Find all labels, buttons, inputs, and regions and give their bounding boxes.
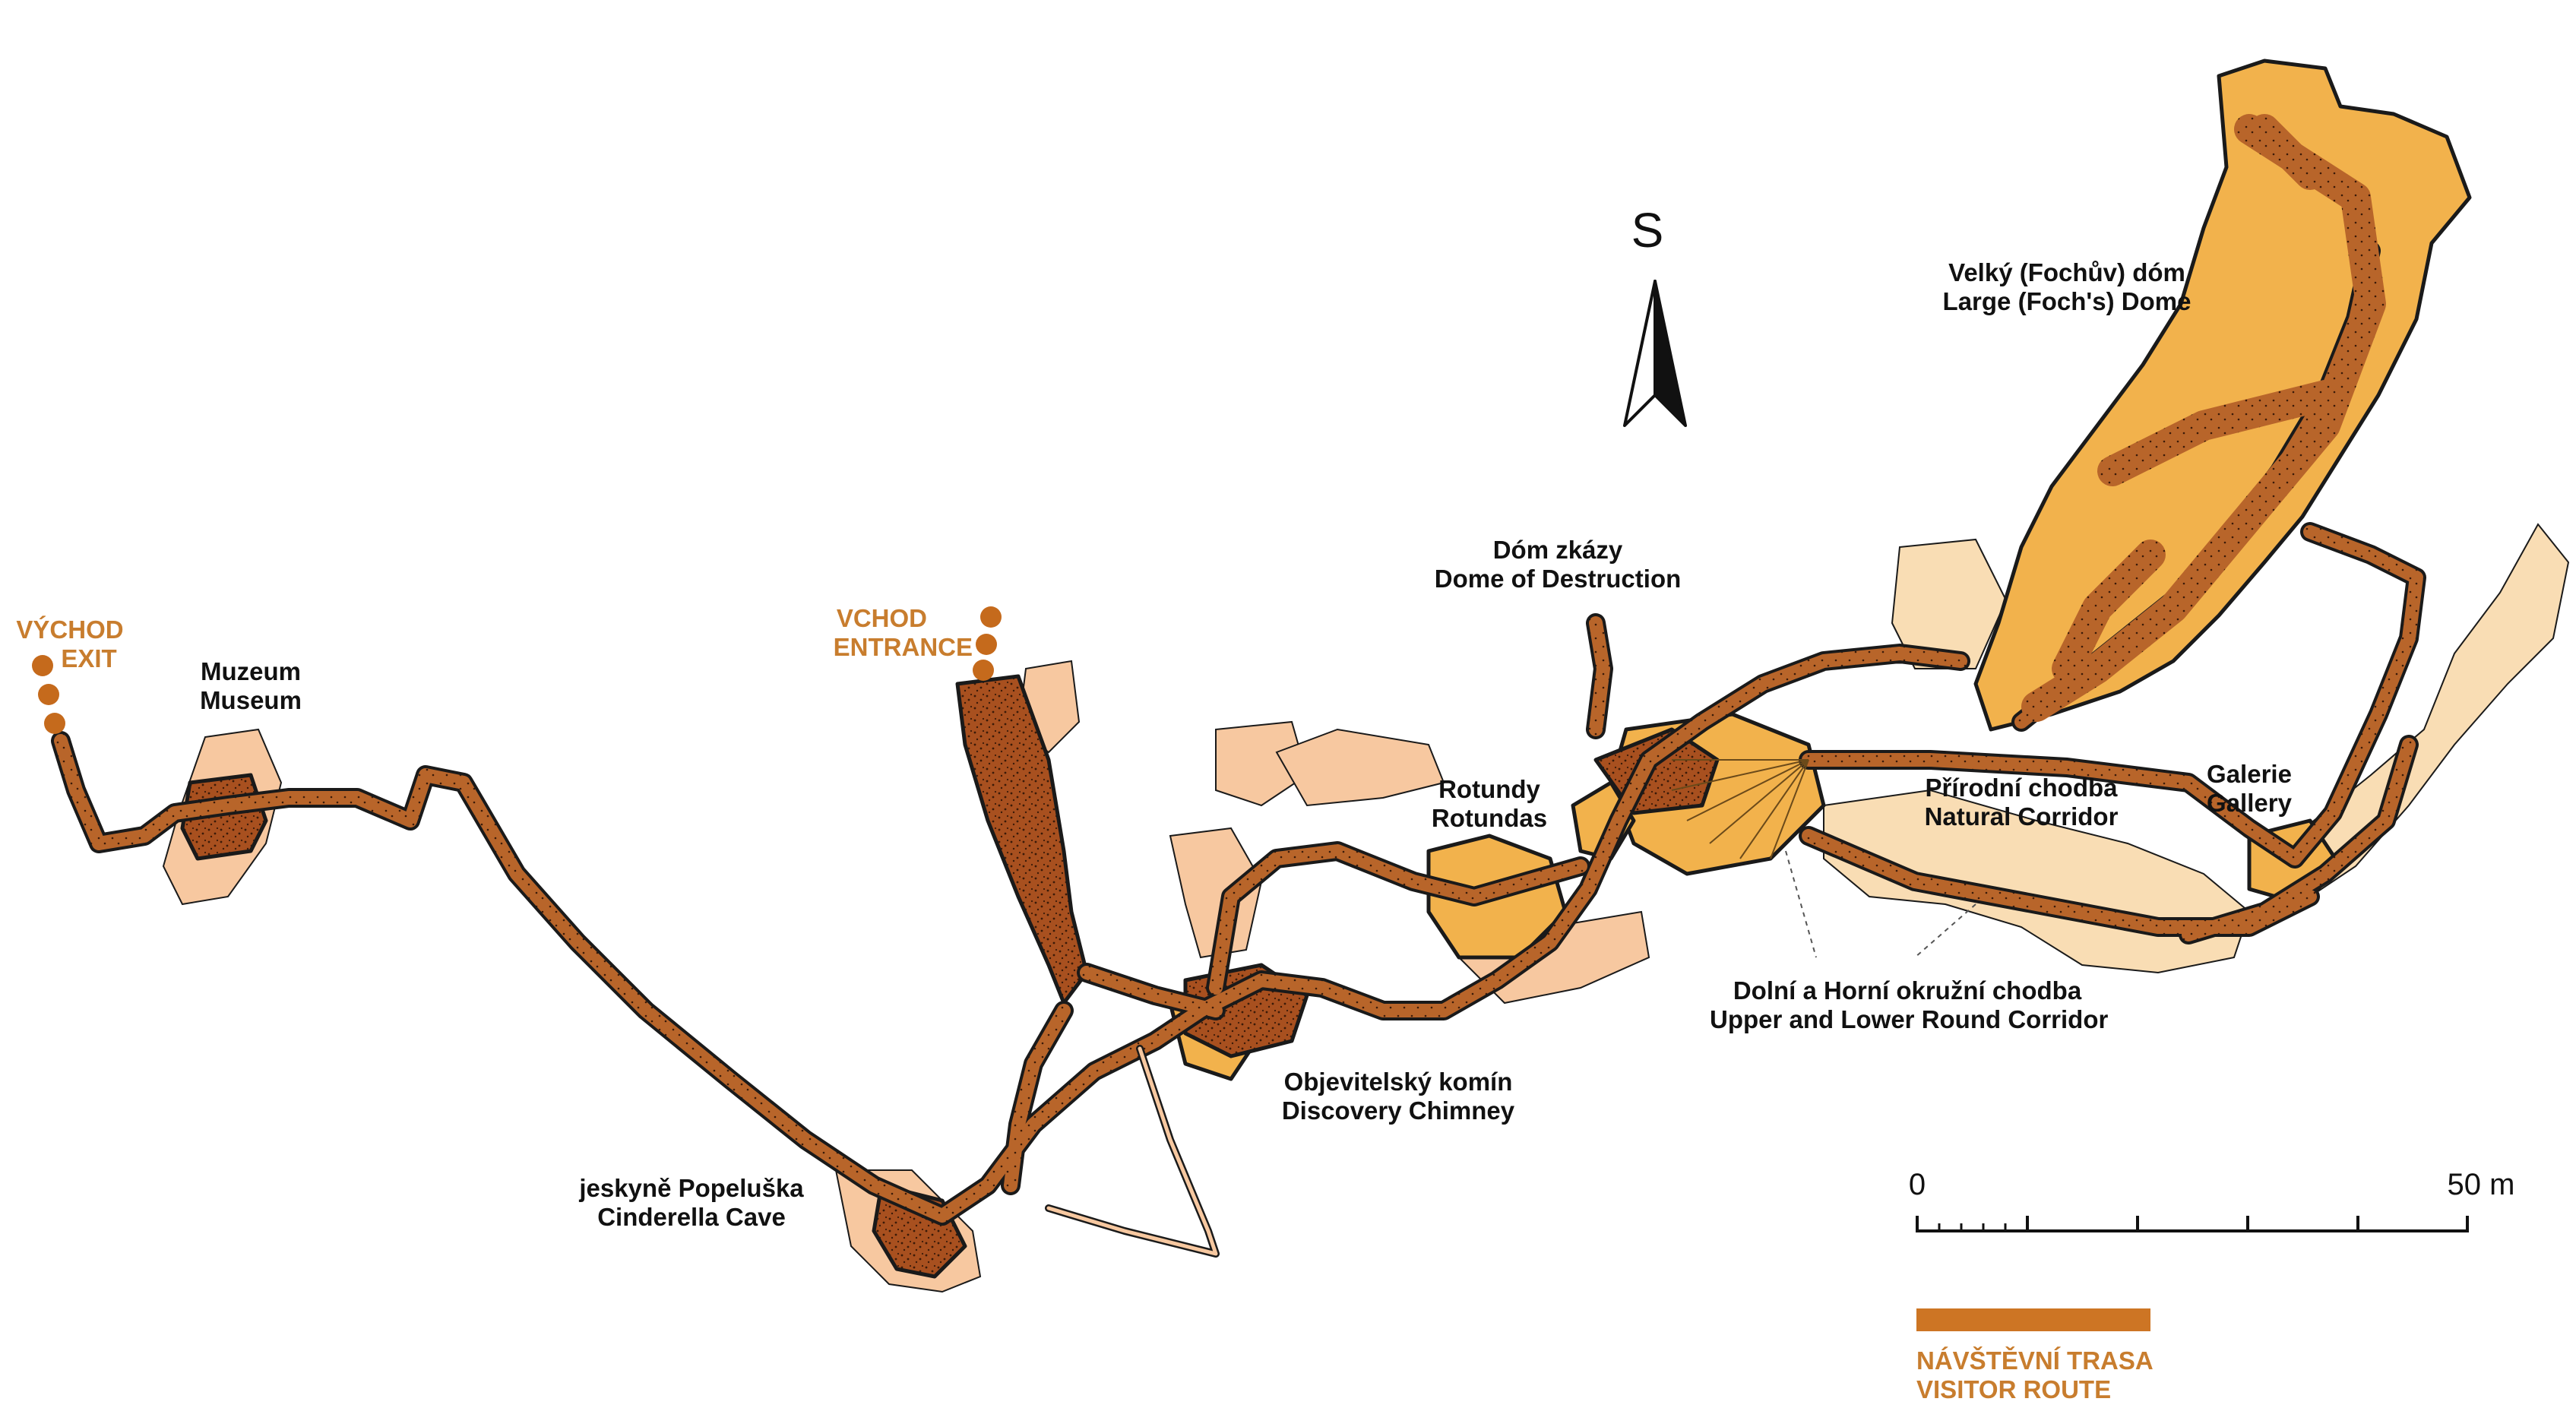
cave-light-areas: [162, 660, 1650, 1293]
label-entrance: VCHOD ENTRANCE: [805, 604, 973, 662]
legend-route-swatch: [1916, 1308, 2150, 1331]
label-fochs-dome-cz: Velký (Fochův) dóm: [1948, 258, 2185, 286]
label-natural-corridor: Přírodní chodba Natural Corridor: [1900, 774, 2143, 831]
label-museum-en: Museum: [200, 686, 302, 714]
legend-label-cz: NÁVŠTĚVNÍ TRASA: [1916, 1346, 2154, 1375]
label-entrance-en: ENTRANCE: [833, 633, 973, 661]
label-exit-en: EXIT: [61, 644, 117, 672]
label-rotundas-en: Rotundas: [1431, 804, 1548, 832]
exit-marker-dot: [32, 655, 53, 676]
label-discovery-chimney-cz: Objevitelský komín: [1283, 1068, 1513, 1096]
label-exit: VÝCHOD EXIT: [6, 615, 134, 673]
dome-fan-lines: [1671, 759, 1809, 859]
label-cinderella-cave: jeskyně Popeluška Cinderella Cave: [547, 1174, 836, 1232]
label-discovery-chimney-en: Discovery Chimney: [1281, 1096, 1515, 1125]
label-natural-corridor-cz: Přírodní chodba: [1925, 774, 2118, 802]
label-cinderella-cave-en: Cinderella Cave: [597, 1203, 786, 1231]
label-round-corridor-en: Upper and Lower Round Corridor: [1710, 1005, 2109, 1033]
cave-corridors: [51, 114, 2426, 1258]
label-dome-destruction-en: Dome of Destruction: [1434, 565, 1682, 593]
entrance-marker-dot: [973, 660, 994, 681]
label-fochs-dome: Velký (Fochův) dóm Large (Foch's) Dome: [1900, 258, 2234, 316]
label-gallery-en: Gallery: [2207, 789, 2292, 817]
label-entrance-cz: VCHOD: [836, 604, 927, 632]
label-fochs-dome-en: Large (Foch's) Dome: [1942, 287, 2191, 315]
label-rotundas: Rotundy Rotundas: [1406, 775, 1573, 833]
label-round-corridor: Dolní a Horní okružní chodba Upper and L…: [1710, 976, 2109, 1034]
label-gallery: Galerie Gallery: [2173, 760, 2325, 818]
label-dome-destruction: Dóm zkázy Dome of Destruction: [1398, 536, 1717, 593]
cave-gold-areas: [1168, 59, 2472, 1081]
scale-bar-end-label: 50 m: [2447, 1168, 2515, 1201]
label-museum-cz: Muzeum: [201, 657, 301, 685]
label-rotundas-cz: Rotundy: [1438, 775, 1540, 803]
entrance-shaft: [955, 674, 1089, 1005]
label-natural-corridor-en: Natural Corridor: [1924, 802, 2119, 831]
scale-bar: [1916, 1216, 2469, 1232]
label-round-corridor-cz: Dolní a Horní okružní chodba: [1733, 976, 2082, 1005]
north-arrow-icon: [1623, 280, 1687, 427]
leader-lines: [1785, 850, 1976, 958]
label-dome-destruction-cz: Dóm zkázy: [1492, 536, 1623, 564]
entrance-marker-dot: [980, 606, 1002, 628]
north-arrow-letter: S: [1631, 203, 1664, 258]
exit-marker-dot: [44, 713, 65, 734]
entrance-marker-dot: [976, 634, 997, 655]
legend-label-en: VISITOR ROUTE: [1916, 1375, 2112, 1403]
label-museum: Muzeum Museum: [152, 657, 350, 715]
label-gallery-cz: Galerie: [2207, 760, 2292, 788]
label-discovery-chimney: Objevitelský komín Discovery Chimney: [1246, 1068, 1550, 1125]
exit-marker-dot: [38, 684, 59, 705]
label-cinderella-cave-cz: jeskyně Popeluška: [579, 1174, 804, 1202]
fochuv-dome-area: [1973, 59, 2472, 732]
scale-bar-start-label: 0: [1908, 1168, 1926, 1201]
legend-label: NÁVŠTĚVNÍ TRASA VISITOR ROUTE: [1916, 1346, 2175, 1404]
label-exit-cz: VÝCHOD: [16, 615, 124, 644]
